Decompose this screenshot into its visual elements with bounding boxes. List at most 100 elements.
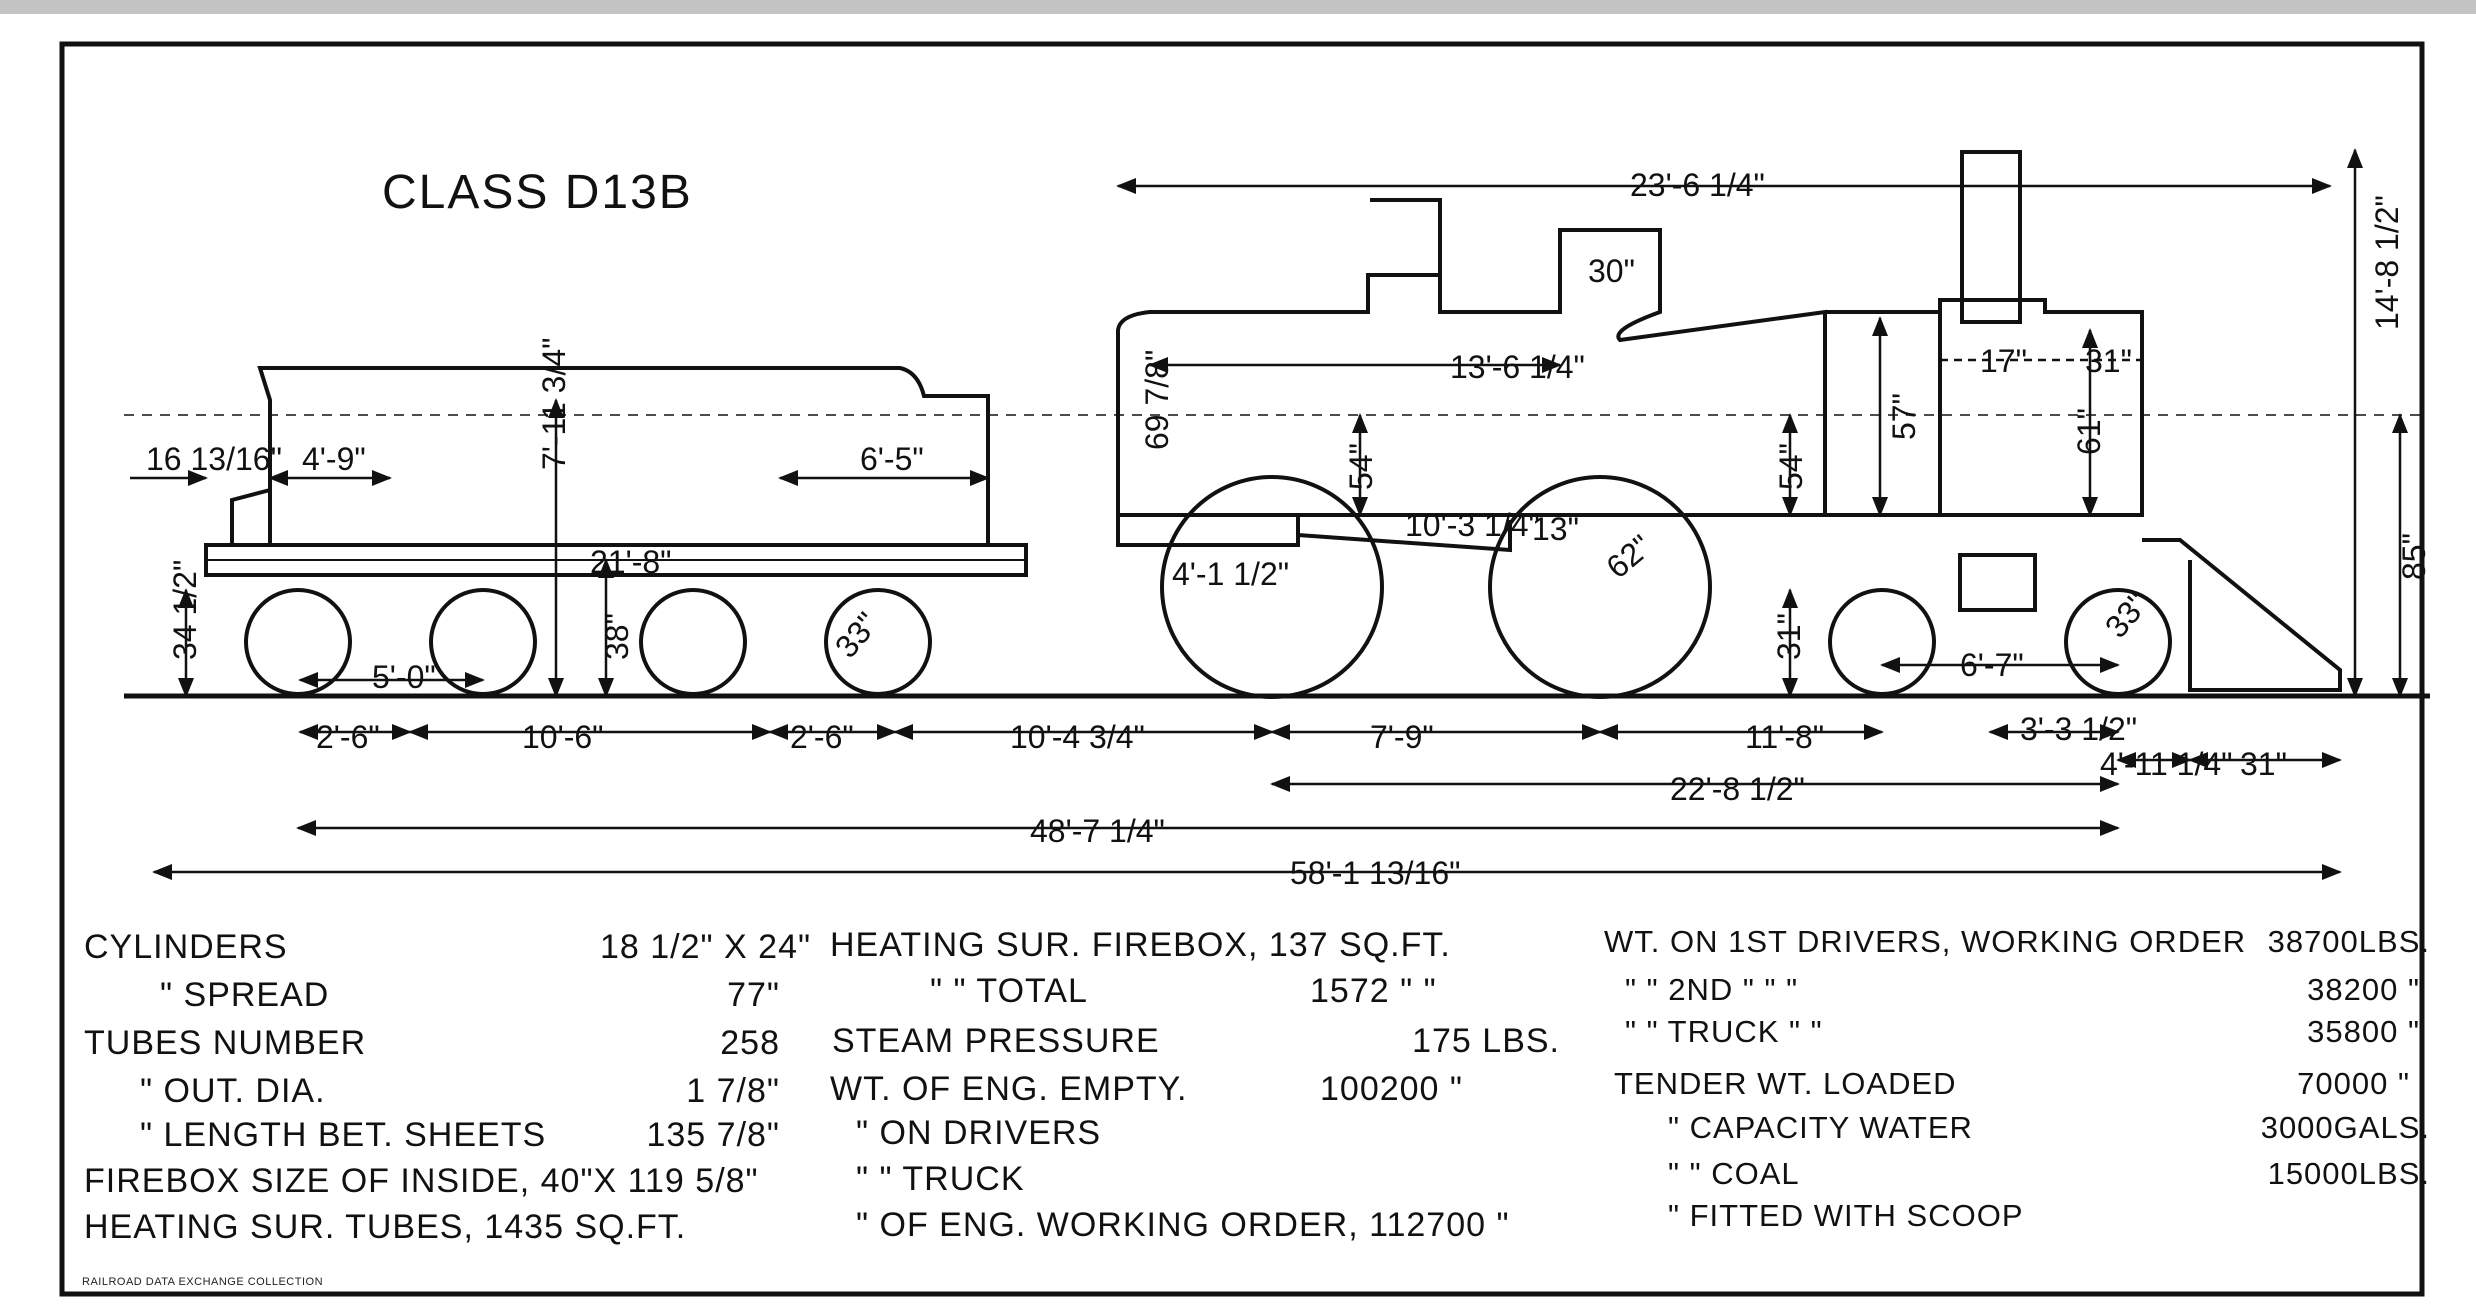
spec-label: " SPREAD	[160, 976, 330, 1014]
dim-overall-wb: 48'-7 1/4"	[1030, 813, 1165, 849]
dim-firebox-height: 69 7/8"	[1139, 350, 1175, 450]
dim-overall-length: 58'-1 13/16"	[1290, 855, 1460, 891]
dim-barrel-length: 13'-6 1/4"	[1450, 349, 1585, 385]
spec-label: " " TOTAL	[930, 972, 1088, 1010]
dim-driver-wb: 7'-9"	[1370, 719, 1434, 755]
spec-value: 18 1/2" X 24"	[600, 928, 812, 966]
dim-driver-to-truck: 11'-8"	[1745, 719, 1824, 755]
dim-tender-frame: 21'-8"	[590, 544, 672, 580]
truck-wheel-1	[1828, 588, 1936, 696]
dim-smokebox-dia: 57"	[1886, 393, 1922, 440]
tender-coal-board	[230, 488, 271, 545]
dim-stack-dia: 31"	[2085, 343, 2132, 379]
spec-label: " " COAL	[1668, 1156, 1800, 1191]
spec-value: 70000 "	[2297, 1066, 2410, 1101]
dim-tank-front: 4'-9"	[302, 441, 366, 477]
spec-label: " OF ENG. WORKING ORDER, 112700 "	[856, 1206, 1510, 1244]
dim-cyl-offset: 13"	[1532, 511, 1579, 547]
spec-value: 38700LBS.	[2267, 924, 2430, 959]
dim-center-line: 85"	[2396, 533, 2432, 580]
spec-label: WT. OF ENG. EMPTY.	[830, 1070, 1188, 1108]
spec-label: " " 2ND " " "	[1625, 972, 1799, 1007]
spec-value: 258	[720, 1024, 780, 1062]
dim-firebox-len: 4'-1 1/2"	[1172, 556, 1289, 592]
dim-truck-wheel: 33"	[2098, 585, 2156, 644]
driver-wheel-1	[1160, 475, 1384, 699]
spec-value: 38200 "	[2307, 972, 2420, 1007]
pilot	[2142, 538, 2342, 692]
driver-wheel-2	[1488, 475, 1712, 699]
tender-tank	[257, 366, 990, 547]
dim-boiler-center-a: 54"	[1343, 443, 1379, 490]
tender-wheel-4	[824, 588, 932, 696]
spec-label: TENDER WT. LOADED	[1614, 1066, 1957, 1101]
top-grain	[0, 0, 2476, 14]
truck-wheel-2	[2064, 588, 2172, 696]
cylinder	[1958, 553, 2037, 612]
spec-label: WT. ON 1ST DRIVERS, WORKING ORDER	[1604, 924, 2247, 959]
spec-value: 1 7/8"	[686, 1072, 780, 1110]
dim-boiler-length: 23'-6 1/4"	[1630, 167, 1765, 203]
spec-label: CYLINDERS	[84, 928, 288, 966]
spec-label: HEATING SUR. TUBES, 1435 SQ.FT.	[84, 1208, 687, 1246]
spec-label: " OUT. DIA.	[140, 1072, 326, 1110]
tender-wheel-2	[429, 588, 537, 696]
dim-cyl-height: 61"	[2071, 408, 2107, 455]
spec-value: 35800 "	[2307, 1014, 2420, 1049]
spec-label: TUBES NUMBER	[84, 1024, 367, 1062]
border-frame	[59, 41, 2425, 1297]
dim-tank-rear: 6'-5"	[860, 441, 924, 477]
dim-boiler-center-b: 54"	[1773, 443, 1809, 490]
spec-label: " CAPACITY WATER	[1668, 1110, 1973, 1145]
dim-tender-truck-b: 2'-6"	[790, 719, 854, 755]
smokebox	[1825, 298, 2144, 517]
dim-tender-wheel: 33"	[828, 605, 886, 664]
spec-label: STEAM PRESSURE	[832, 1022, 1160, 1060]
footer-credit: RAILROAD DATA EXCHANGE COLLECTION	[82, 1276, 324, 1288]
dim-dome: 30"	[1588, 253, 1635, 289]
dim-tender-truck-a: 2'-6"	[316, 719, 380, 755]
dim-tender-wheel-dia: 34 1/2"	[167, 560, 203, 660]
dim-truck-wb: 3'-3 1/2"	[2020, 711, 2137, 747]
spec-value: 175 LBS.	[1412, 1022, 1560, 1060]
dim-tender-truck-span: 10'-6"	[522, 719, 604, 755]
dim-tank-height: 7'-11 3/4"	[536, 337, 572, 470]
tender-wheel-3	[639, 588, 747, 696]
smokestack-front	[1960, 150, 2022, 324]
stack	[1370, 198, 1442, 275]
spec-label: HEATING SUR. FIREBOX, 137 SQ.FT.	[830, 926, 1451, 964]
dimension-labels: 16 13/16" 4'-9" 7'-11 3/4" 6'-5" 21'-8" …	[146, 167, 2432, 891]
spec-value: 15000LBS.	[2267, 1156, 2430, 1191]
dim-pilot-a: 4'-11 1/4"	[2100, 746, 2233, 782]
dim-truck-wb-tender: 5'-0"	[372, 659, 436, 695]
spec-label: " " TRUCK " "	[1625, 1014, 1823, 1049]
spec-label: " FITTED WITH SCOOP	[1668, 1198, 2024, 1233]
tender	[204, 366, 1028, 696]
dim-total-engine-wb: 22'-8 1/2"	[1670, 771, 1805, 807]
dim-truck-height: 31"	[1771, 613, 1807, 660]
spec-label: " " TRUCK	[856, 1160, 1025, 1198]
dim-height-overall: 14'-8 1/2"	[2369, 195, 2405, 330]
dimension-lines	[124, 148, 2420, 880]
spec-label: FIREBOX SIZE OF INSIDE, 40"X 119 5/8"	[84, 1162, 759, 1200]
spec-label: " ON DRIVERS	[856, 1114, 1102, 1152]
dim-stack-offset: 17"	[1980, 343, 2027, 379]
dim-rod: 10'-3 1/4"	[1405, 507, 1540, 543]
spec-value: 135 7/8"	[646, 1116, 780, 1154]
locomotive	[1116, 150, 2342, 699]
spec-value: 77"	[727, 976, 780, 1014]
spec-value: 3000GALS.	[2260, 1110, 2430, 1145]
dim-pilot-b: 31"	[2240, 746, 2287, 782]
tender-wheel-1	[244, 588, 352, 696]
spec-value: 1572 " "	[1310, 972, 1437, 1010]
dim-tender-deck: 38"	[599, 613, 635, 660]
spec-label: " LENGTH BET. SHEETS	[140, 1116, 547, 1154]
running-board	[1297, 520, 1512, 553]
boiler	[1116, 228, 1827, 517]
dim-engine-tender-gap: 10'-4 3/4"	[1010, 719, 1145, 755]
spec-value: 100200 "	[1320, 1070, 1463, 1108]
dim-tender-overhang: 16 13/16"	[146, 441, 282, 477]
cab-step	[1116, 513, 1300, 547]
dim-truck-span: 6'-7"	[1960, 647, 2024, 683]
diagram-title: CLASS D13B	[382, 166, 693, 219]
